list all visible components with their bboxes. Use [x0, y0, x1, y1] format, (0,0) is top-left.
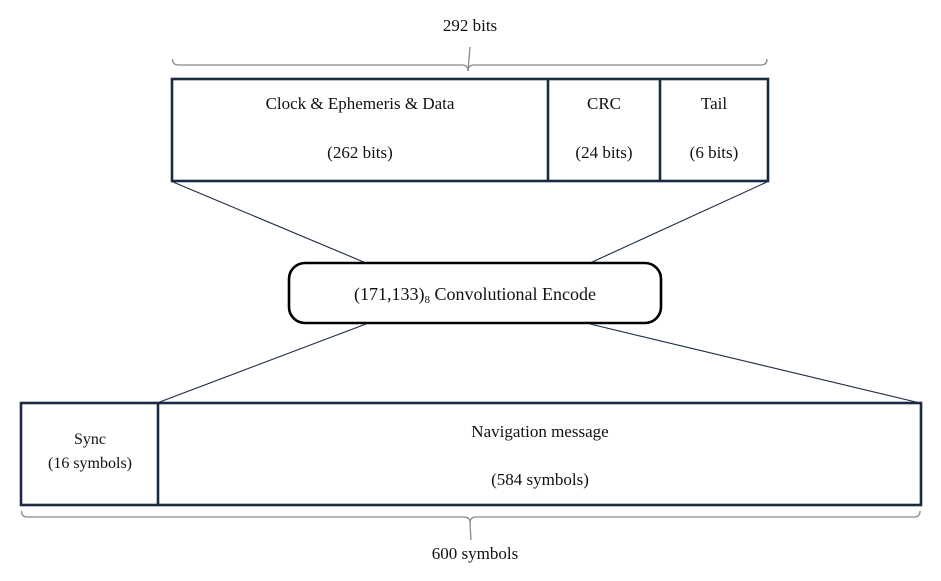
bottom-field-0-size: (16 symbols) [48, 455, 132, 472]
encoder-label: (171,133)8 Convolutional Encode [289, 284, 661, 306]
encoder-label-suffix: Convolutional Encode [430, 284, 596, 304]
bottom-field-1-name: Navigation message [471, 422, 609, 441]
top-field-2-size: (6 bits) [689, 143, 739, 162]
top-brace [171, 46, 768, 72]
encoder-label-subscript: 8 [424, 294, 431, 306]
bottom-frame-box [19, 401, 923, 507]
top-field-0-name: Clock & Ephemeris & Data [265, 94, 455, 113]
bottom-field-0-name: Sync [74, 431, 106, 448]
connector-top-to-encoder [172, 181, 768, 264]
top-field-1-name: CRC [586, 94, 622, 113]
top-field-2-name: Tail [700, 94, 728, 113]
encoder-label-prefix: (171,133) [354, 284, 425, 304]
top-brace-label: 292 bits [442, 16, 498, 35]
connector-encoder-to-bottom [156, 323, 921, 404]
top-field-0-size: (262 bits) [327, 143, 393, 162]
bottom-brace-label: 600 symbols [431, 544, 519, 563]
top-field-1-size: (24 bits) [575, 143, 633, 162]
bottom-brace [20, 510, 921, 541]
bottom-field-1-size: (584 symbols) [491, 470, 589, 489]
